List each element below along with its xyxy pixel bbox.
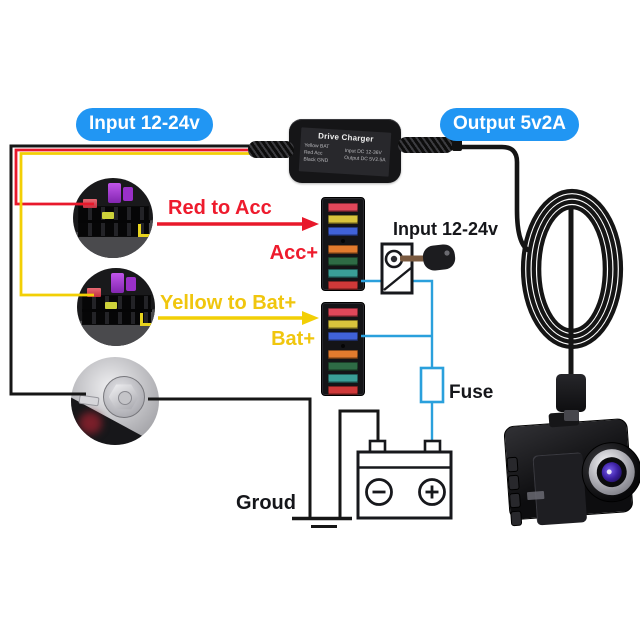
ground-bolt-photo xyxy=(71,357,159,445)
red-mini-fuse xyxy=(87,288,102,298)
switch-contact xyxy=(383,267,412,291)
hd-badge xyxy=(526,490,545,501)
fuse-chip xyxy=(328,281,358,290)
cable-coil-turn xyxy=(526,194,618,344)
battery-terminal-neg xyxy=(368,439,387,455)
cam-lens-icon xyxy=(579,440,640,505)
yellow-to-bat-label: Yellow to Bat+ xyxy=(160,292,297,314)
cam-button xyxy=(506,456,519,473)
bolt-washer xyxy=(102,376,145,419)
ignition-input-label: Input 12-24v xyxy=(393,219,499,239)
ignition-switch-symbol xyxy=(380,242,414,295)
battery-plus-circle xyxy=(418,478,446,506)
battery-symbol xyxy=(356,450,453,520)
charger-wire-legend: Yellow BAT Red Acc Black GND xyxy=(303,143,329,165)
purple-fuse-small xyxy=(123,186,134,201)
key-hole xyxy=(444,250,450,256)
cam-button xyxy=(507,474,520,491)
cable-coil-turn xyxy=(537,205,607,333)
fuse-chip xyxy=(328,245,358,254)
drive-charger-device: Drive Charger Yellow BAT Red Acc Black G… xyxy=(289,119,401,183)
battery-terminal-pos xyxy=(423,439,442,455)
black-gnd-wire xyxy=(9,144,280,396)
red-reflection xyxy=(78,411,102,435)
red-to-acc-label: Red to Acc xyxy=(168,197,272,219)
mini-usb-plug xyxy=(556,374,586,412)
fusebox-photo-bat xyxy=(77,268,155,346)
output-voltage-badge: Output 5v2A xyxy=(440,108,579,141)
fuse-chip xyxy=(328,320,358,329)
mount-hole xyxy=(341,239,345,243)
fuse-symbol xyxy=(419,366,445,404)
cable-coil-turn xyxy=(520,188,624,350)
legend-black: Black GND xyxy=(303,156,329,164)
cam-button xyxy=(510,510,523,527)
key-icon xyxy=(422,244,456,271)
charger-specs: Input DC 12-36V Output DC 5V2.5A xyxy=(344,148,386,168)
blue-wire-switch-to-fuse xyxy=(412,279,434,368)
fuse-label: Fuse xyxy=(449,382,494,403)
fuse-chip xyxy=(328,257,358,266)
battery-negative-wire xyxy=(338,409,380,517)
yellow-mini-fuse xyxy=(105,301,118,309)
charger-label: Drive Charger Yellow BAT Red Acc Black G… xyxy=(298,127,392,177)
purple-fuse xyxy=(111,272,125,293)
charger-output-cable xyxy=(398,137,454,153)
bolt-core xyxy=(117,391,132,406)
fuse-chip xyxy=(328,227,358,236)
fuse-tap-block-bat xyxy=(321,302,365,396)
keyhole-center xyxy=(390,255,398,263)
fuse-chip xyxy=(328,350,358,359)
purple-fuse-small xyxy=(126,276,137,291)
cam-screen-back xyxy=(532,452,588,526)
yellow-wire-fragment xyxy=(140,313,152,327)
ground-label: Groud xyxy=(236,492,296,514)
fuse-chip xyxy=(328,269,358,278)
charger-input-cable xyxy=(248,141,294,158)
fuse-tap-block-acc xyxy=(321,197,365,291)
key-shaft xyxy=(400,255,426,262)
red-acc-wire xyxy=(14,148,280,206)
yellow-mini-fuse xyxy=(101,212,114,220)
keyhole-icon xyxy=(384,249,404,269)
fuse-chip xyxy=(328,308,358,317)
cam-button xyxy=(508,492,521,509)
fusebox-photo-acc xyxy=(73,178,153,258)
fuse-chip xyxy=(328,332,358,341)
red-mini-fuse xyxy=(83,198,98,208)
red-arrow-head xyxy=(302,217,319,231)
fuse-chip xyxy=(328,386,358,395)
fuse-chip xyxy=(328,362,358,371)
fusebox-separator xyxy=(81,309,152,313)
fusebox-separator xyxy=(77,220,150,224)
mount-hole xyxy=(341,344,345,348)
fuse-chip xyxy=(328,374,358,383)
yellow-arrow-head xyxy=(302,311,319,325)
yellow-wire-fragment xyxy=(138,224,150,238)
mini-usb-tip xyxy=(564,410,579,421)
battery-minus-circle xyxy=(365,478,393,506)
acc-plus-label: Acc+ xyxy=(269,242,318,264)
dash-cam-body xyxy=(503,417,640,527)
input-voltage-badge: Input 12-24v xyxy=(76,108,213,141)
spec-output: Output DC 5V2.5A xyxy=(344,154,386,164)
fuse-chip xyxy=(328,203,358,212)
cable-coil-turn xyxy=(531,199,613,339)
fuse-chip xyxy=(328,215,358,224)
bat-plus-label: Bat+ xyxy=(271,328,315,350)
purple-fuse xyxy=(108,182,122,203)
